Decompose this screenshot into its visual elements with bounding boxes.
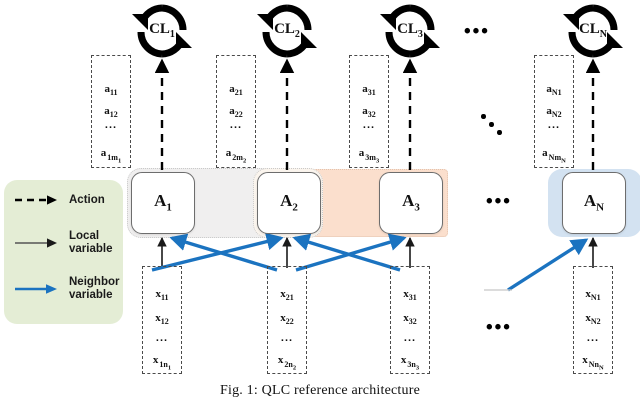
cycle-arrows-icon — [563, 4, 623, 58]
legend-label-local-variable: Local variable — [69, 230, 113, 255]
action-item: a12 — [104, 105, 118, 120]
solid-blue-arrow-icon — [15, 284, 57, 294]
action-box-a2: a21 a22 ... a2m2 — [216, 55, 256, 168]
action-item-last: a2m2 — [225, 147, 247, 165]
variable-item: x31 — [403, 288, 417, 303]
control-loop-cl3[interactable]: CL3 — [374, 2, 446, 60]
legend-panel: Action Local variable Neighbor variable — [4, 180, 123, 324]
agent-box-aN[interactable]: AN — [562, 172, 626, 234]
action-item: a11 — [104, 83, 118, 98]
agent-label-aN: AN — [583, 191, 605, 214]
action-item: aN2 — [546, 105, 562, 120]
legend-label-action: Action — [69, 193, 105, 206]
cycle-arrows-icon — [132, 4, 192, 58]
local-variable-arrows — [157, 237, 598, 268]
action-box-a1: a11 a12 ... a1m1 — [91, 55, 131, 168]
action-item-last: a3m3 — [358, 147, 380, 165]
legend-label-neighbor-variable: Neighbor variable — [69, 276, 120, 301]
variable-item: x32 — [403, 312, 417, 327]
variable-item: x21 — [280, 288, 294, 303]
action-item: a32 — [362, 105, 376, 120]
ellipsis-top-row: ••• — [464, 21, 490, 42]
agent-label-a1: A1 — [154, 191, 172, 214]
figure-caption: Fig. 1: QLC reference architecture — [220, 383, 420, 398]
variable-item: xN1 — [585, 288, 601, 303]
agent-label-a2: A2 — [280, 191, 298, 214]
control-loop-label-cl1: CL1 — [149, 21, 175, 40]
action-box-aN: aN1 aN2 ... aNmN — [534, 55, 574, 168]
variable-item: xN2 — [585, 312, 601, 327]
agent-box-a1[interactable]: A1 — [131, 172, 195, 234]
variable-ellipsis: ... — [280, 332, 294, 344]
variable-item: x22 — [280, 312, 294, 327]
agent-label-a3: A3 — [402, 191, 420, 214]
action-item: aN1 — [546, 83, 562, 98]
action-item: a31 — [362, 83, 376, 98]
legend-item-local-variable: Local variable — [13, 230, 112, 256]
control-loop-clN[interactable]: CLN — [557, 2, 629, 60]
variable-box-a1: x11 x12 ... x1n1 — [142, 266, 182, 374]
action-ellipsis: ... — [104, 119, 118, 131]
action-ellipsis: ... — [362, 119, 376, 131]
control-loop-label-cl2: CL2 — [274, 21, 300, 40]
neighbor-variable-arrows — [151, 232, 589, 292]
action-item-last: a1m1 — [100, 147, 122, 165]
legend-item-neighbor-variable: Neighbor variable — [13, 276, 119, 302]
cycle-arrows-icon — [257, 4, 317, 58]
action-item: a22 — [229, 105, 243, 120]
control-loop-cl2[interactable]: CL2 — [251, 2, 323, 60]
variable-item-last: x3n3 — [400, 354, 420, 372]
variable-item-last: x1n1 — [152, 354, 172, 372]
variable-item-last: x2n2 — [277, 354, 297, 372]
agent-box-a3[interactable]: A3 — [379, 172, 443, 234]
action-ellipsis: ... — [547, 119, 561, 131]
action-item: a21 — [229, 83, 243, 98]
cycle-arrows-icon — [380, 4, 440, 58]
variable-box-a3: x31 x32 ... x3n3 — [390, 266, 430, 374]
control-loop-label-cl3: CL3 — [397, 21, 423, 40]
action-item-last: aNmN — [542, 147, 566, 165]
action-arrows — [154, 58, 601, 170]
solid-gray-arrow-icon — [15, 238, 57, 248]
dashed-arrow-icon — [15, 195, 57, 205]
control-loop-cl1[interactable]: CL1 — [126, 2, 198, 60]
variable-ellipsis: ... — [155, 332, 169, 344]
variable-box-a2: x21 x22 ... x2n2 — [267, 266, 307, 374]
action-box-a3: a31 a32 ... a3m3 — [349, 55, 389, 168]
variable-ellipsis: ... — [586, 332, 600, 344]
ellipsis-variable-row: ••• — [486, 317, 512, 338]
agent-box-a2[interactable]: A2 — [257, 172, 321, 234]
variable-ellipsis: ... — [403, 332, 417, 344]
variable-item: x12 — [155, 312, 169, 327]
action-ellipsis: ... — [229, 119, 243, 131]
variable-item-last: xNnN — [582, 354, 604, 372]
variable-item: x11 — [155, 288, 169, 303]
control-loop-label-clN: CLN — [578, 21, 608, 40]
legend-item-action: Action — [13, 192, 105, 208]
variable-box-aN: xN1 xN2 ... xNnN — [573, 266, 613, 374]
ellipsis-agent-row: ••• — [486, 191, 512, 212]
